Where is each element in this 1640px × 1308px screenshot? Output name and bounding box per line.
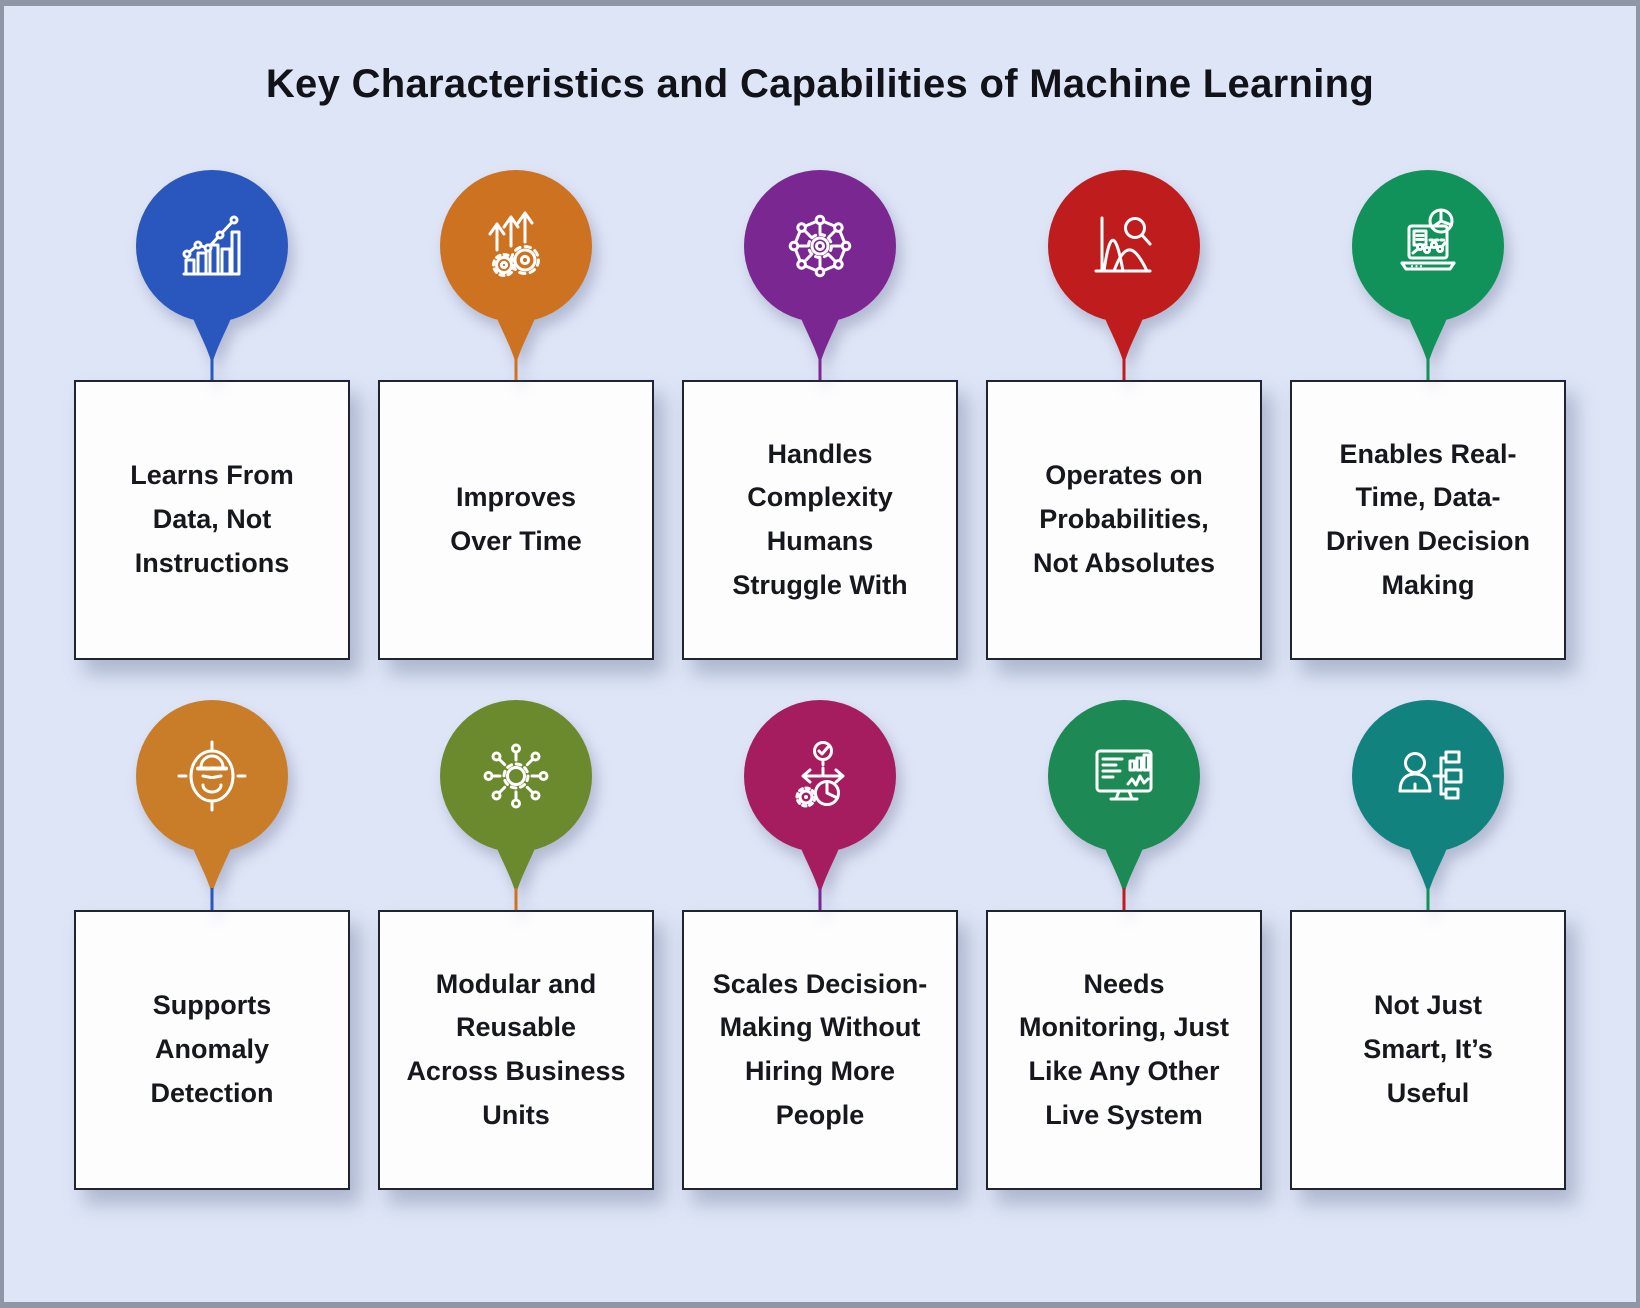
item-card: Handles Complexity Humans Struggle With <box>682 380 958 660</box>
item-card: Learns From Data, Not Instructions <box>74 380 350 660</box>
anomaly-thief-target-icon <box>136 700 288 910</box>
capability-item: Handles Complexity Humans Struggle With <box>682 168 958 660</box>
user-hierarchy-icon <box>1352 700 1504 910</box>
decision-paths-icon <box>744 700 896 910</box>
item-card: Not Just Smart, It’s Useful <box>1290 910 1566 1190</box>
capability-item: Not Just Smart, It’s Useful <box>1290 698 1566 1190</box>
page-title: Key Characteristics and Capabilities of … <box>265 62 1375 106</box>
item-card: Needs Monitoring, Just Like Any Other Li… <box>986 910 1262 1190</box>
capability-item: Improves Over Time <box>378 168 654 660</box>
monitoring-dashboard-icon <box>1048 700 1200 910</box>
growth-arrows-gears-icon <box>440 170 592 380</box>
item-label: Not Just Smart, It’s Useful <box>1363 990 1493 1108</box>
item-label: Modular and Reusable Across Business Uni… <box>406 968 626 1130</box>
capability-item: Scales Decision- Making Without Hiring M… <box>682 698 958 1190</box>
item-label: Operates on Probabilities, Not Absolutes <box>1033 460 1215 578</box>
item-card: Supports Anomaly Detection <box>74 910 350 1190</box>
network-sphere-icon <box>744 170 896 380</box>
item-label: Needs Monitoring, Just Like Any Other Li… <box>1019 968 1229 1130</box>
item-label: Improves Over Time <box>450 482 582 556</box>
item-label: Learns From Data, Not Instructions <box>130 460 294 578</box>
item-card: Operates on Probabilities, Not Absolutes <box>986 380 1262 660</box>
distribution-curve-magnifier-icon <box>1048 170 1200 380</box>
item-label: Enables Real- Time, Data- Driven Decisio… <box>1325 438 1531 600</box>
capability-item: Enables Real- Time, Data- Driven Decisio… <box>1290 168 1566 660</box>
hub-spokes-icon <box>440 700 592 910</box>
item-card: Scales Decision- Making Without Hiring M… <box>682 910 958 1190</box>
capability-item: Needs Monitoring, Just Like Any Other Li… <box>986 698 1262 1190</box>
capabilities-row-2: Supports Anomaly Detection Modular and R… <box>4 698 1636 1190</box>
capability-item: Learns From Data, Not Instructions <box>74 168 350 660</box>
capability-item: Modular and Reusable Across Business Uni… <box>378 698 654 1190</box>
item-label: Handles Complexity Humans Struggle With <box>732 438 908 600</box>
item-label: Scales Decision- Making Without Hiring M… <box>712 968 928 1130</box>
bar-chart-trend-icon <box>136 170 288 380</box>
item-card: Enables Real- Time, Data- Driven Decisio… <box>1290 380 1566 660</box>
capability-item: Operates on Probabilities, Not Absolutes <box>986 168 1262 660</box>
item-label: Supports Anomaly Detection <box>150 990 274 1108</box>
laptop-analytics-icon <box>1352 170 1504 380</box>
capability-item: Supports Anomaly Detection <box>74 698 350 1190</box>
item-card: Improves Over Time <box>378 380 654 660</box>
item-card: Modular and Reusable Across Business Uni… <box>378 910 654 1190</box>
capabilities-row-1: Learns From Data, Not Instructions Impro… <box>4 168 1636 660</box>
